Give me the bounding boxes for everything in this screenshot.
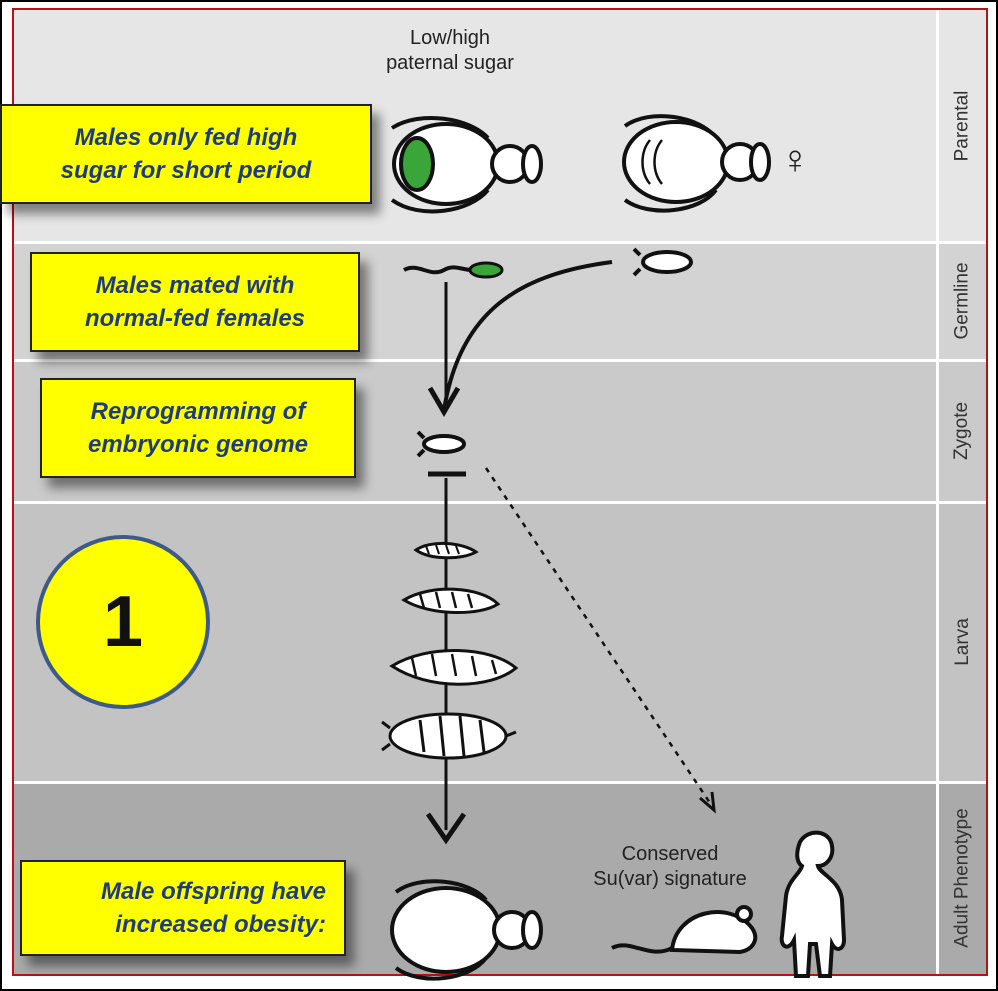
egg-icon bbox=[634, 249, 691, 275]
larva-icon bbox=[404, 589, 498, 612]
male-fly-icon bbox=[392, 118, 541, 211]
offspring-fly-icon bbox=[392, 881, 541, 978]
zygote-icon bbox=[418, 432, 464, 456]
paternal-sugar-label: Low/high paternal sugar bbox=[350, 26, 550, 76]
callout-obesity: Male offspring have increased obesity: bbox=[20, 860, 346, 956]
callout-high-sugar: Males only fed high sugar for short peri… bbox=[0, 104, 372, 204]
female-symbol-icon: ♀ bbox=[780, 138, 810, 182]
callout-reprogramming: Reprogramming of embryonic genome bbox=[40, 378, 356, 478]
fertilization-arrow bbox=[444, 262, 612, 410]
female-fly-icon bbox=[624, 116, 769, 211]
sperm-icon bbox=[404, 263, 502, 277]
callout-mated: Males mated with normal-fed females bbox=[30, 252, 360, 352]
conserved-dotted-arrow bbox=[486, 468, 712, 806]
conserved-signature-label: Conserved Su(var) signature bbox=[560, 842, 780, 892]
human-icon bbox=[782, 833, 844, 976]
larva-icon bbox=[392, 650, 516, 684]
step-number-badge: 1 bbox=[36, 535, 210, 709]
larva-icon bbox=[382, 714, 516, 758]
larva-icon bbox=[416, 543, 476, 557]
mouse-icon bbox=[612, 907, 755, 952]
dotted-arrowhead bbox=[700, 792, 714, 810]
